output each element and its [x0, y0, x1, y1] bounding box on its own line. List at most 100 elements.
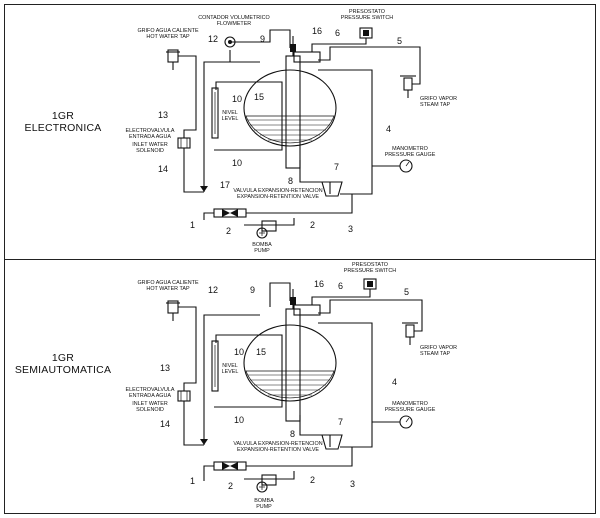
- panel-title-line2: SEMIAUTOMATICA: [14, 364, 112, 376]
- label-steam-tap-en: STEAM TAP: [420, 102, 450, 108]
- panel-title-electronica: 1GR ELECTRONICA: [8, 110, 118, 134]
- pressure-switch-icon: [359, 27, 373, 39]
- inlet-solenoid-icon: [177, 137, 191, 149]
- label-hot-water-tap-es: GRIFO AGUA CALIENTE: [137, 280, 199, 286]
- boiler-tank: [211, 289, 337, 422]
- pipe-network: [178, 282, 423, 481]
- pipe-3: [246, 446, 353, 467]
- level-sight-glass: [211, 340, 219, 392]
- hot-water-tap-icon: [166, 300, 180, 321]
- ref-7: 7: [338, 417, 343, 427]
- label-steam-tap-es: GRIFO VAPOR: [420, 96, 457, 102]
- label-pump-es: BOMBA: [254, 498, 274, 504]
- pipe-10: [214, 334, 283, 408]
- flowmeter-icon: [224, 36, 236, 48]
- ref-15: 15: [256, 347, 266, 357]
- ref-9: 9: [260, 34, 265, 44]
- ref-12: 12: [208, 34, 218, 44]
- label-pressure-switch-es: PRESOSTATO: [352, 262, 388, 268]
- pipe-5: [318, 299, 423, 332]
- pipe-inlet-1: [203, 465, 214, 481]
- boiler-top-fitting: [293, 51, 321, 63]
- pump-icon: [256, 220, 294, 239]
- label-pressure-switch-es: PRESOSTATO: [349, 9, 385, 15]
- pipe-inlet-1: [203, 212, 214, 220]
- heat-exchanger-column: [285, 55, 301, 169]
- ref-4: 4: [386, 124, 391, 134]
- ref-16: 16: [314, 279, 324, 289]
- pipe-9: [230, 29, 291, 48]
- ref-15: 15: [254, 92, 264, 102]
- boiler-water: [248, 374, 332, 396]
- inlet-valve-icon: [213, 208, 247, 218]
- pipe-6: [311, 289, 371, 305]
- boiler-shell: [243, 69, 337, 147]
- valve-icon: [200, 439, 208, 445]
- pipe-10: [214, 81, 283, 151]
- label-level-es: NIVEL: [222, 110, 238, 116]
- steam-tap-icon: [402, 322, 418, 345]
- ref-13: 13: [160, 363, 170, 373]
- label-pressure-switch-en: PRESSURE SWITCH: [341, 15, 394, 21]
- label-solenoid-1: ELECTROVALVULA: [126, 128, 175, 134]
- retention-valve-icon: [321, 181, 343, 197]
- pipe-4: [318, 69, 373, 195]
- ref-2a: 2: [228, 481, 233, 491]
- label-pressure-gauge-es: MANOMETRO: [392, 146, 428, 152]
- ref-8: 8: [290, 429, 295, 439]
- ref-14: 14: [158, 164, 168, 174]
- label-solenoid-2: ENTRADA AGUA: [129, 134, 171, 140]
- label-steam-tap-es: GRIFO VAPOR: [420, 345, 457, 351]
- label-pump-en: PUMP: [254, 248, 270, 254]
- pressure-gauge-icon: [399, 159, 413, 173]
- label-pump-es: BOMBA: [252, 242, 272, 248]
- pipe-6: [311, 38, 367, 52]
- ref-4: 4: [392, 377, 397, 387]
- label-hot-water-tap-en: HOT WATER TAP: [146, 286, 190, 292]
- label-hot-water-tap-es: GRIFO AGUA CALIENTE: [137, 28, 199, 34]
- inlet-valve-icon: [213, 461, 247, 471]
- components: [166, 27, 416, 239]
- boiler-shell: [243, 324, 337, 402]
- ref-10b: 10: [234, 415, 244, 425]
- ref-2a: 2: [226, 226, 231, 236]
- label-pressure-gauge-en: PRESSURE GAUGE: [385, 152, 436, 158]
- label-pressure-gauge-es: MANOMETRO: [392, 401, 428, 407]
- pressure-gauge-icon: [399, 415, 413, 429]
- pump-icon: [256, 474, 294, 493]
- pipe-14: [183, 401, 204, 446]
- panel-title-line1: 1GR: [51, 110, 75, 122]
- ref-13: 13: [158, 110, 168, 120]
- label-pressure-switch-en: PRESSURE SWITCH: [344, 268, 397, 274]
- ref-6: 6: [338, 281, 343, 291]
- panel-title-line2: ELECTRONICA: [24, 122, 102, 134]
- reference-numbers: 1 2 2 3 4 5 6 7 8 9 10 10 12 13 14 15 16: [160, 279, 409, 491]
- label-solenoid-1: ELECTROVALVULA: [126, 387, 175, 393]
- hydraulic-diagram-semiautomatica: GRIFO AGUA CALIENTE HOT WATER TAP PRESOS…: [126, 262, 458, 510]
- label-retention-valve-es: VALVULA EXPANSION-RETENCION: [233, 188, 322, 194]
- ref-10a: 10: [232, 94, 242, 104]
- pipe-9: [269, 282, 291, 307]
- label-solenoid-4: SOLENOID: [136, 407, 164, 413]
- ref-12: 12: [208, 285, 218, 295]
- pressure-switch-icon: [363, 278, 377, 290]
- pipe-13: [203, 314, 260, 445]
- ref-3: 3: [348, 224, 353, 234]
- ref-10b: 10: [232, 158, 242, 168]
- ref-10a: 10: [234, 347, 244, 357]
- component-labels: GRIFO AGUA CALIENTE HOT WATER TAP PRESOS…: [126, 262, 458, 510]
- pipe-3: [246, 193, 353, 214]
- pipe-12: [178, 55, 197, 138]
- ref-9: 9: [250, 285, 255, 295]
- panel-title-semiautomatica: 1GR SEMIAUTOMATICA: [8, 352, 118, 376]
- pipe-12: [178, 306, 197, 391]
- pipe-7: [299, 415, 331, 447]
- probe-16: [290, 44, 296, 52]
- label-retention-valve-en: EXPANSION-RETENTION VALVE: [237, 194, 319, 200]
- level-sight-glass: [211, 87, 219, 139]
- ref-14: 14: [160, 419, 170, 429]
- ref-8: 8: [288, 176, 293, 186]
- ref-7: 7: [334, 162, 339, 172]
- boiler-tank: [211, 36, 337, 169]
- probe-16: [290, 297, 296, 305]
